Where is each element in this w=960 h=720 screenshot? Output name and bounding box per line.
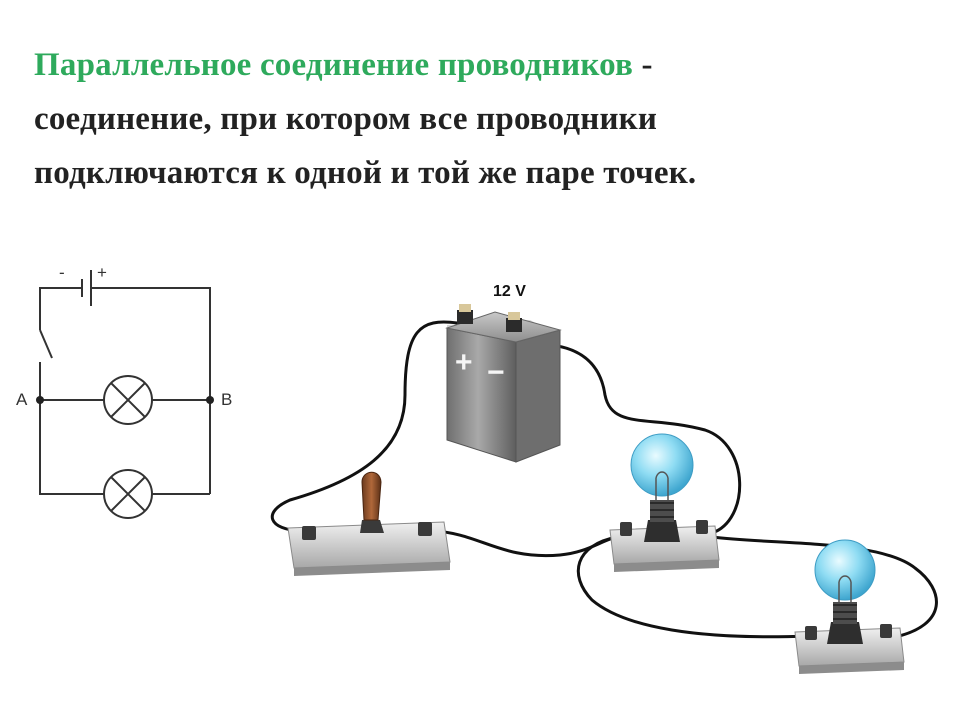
battery-terminal-minus bbox=[506, 318, 522, 332]
lamp-2 bbox=[794, 539, 905, 674]
battery-minus-sign: − bbox=[487, 356, 505, 389]
wire-lamp1-to-lamp2-right bbox=[710, 535, 938, 639]
definition-text: Параллельное соединение проводников - со… bbox=[34, 38, 934, 200]
lamp-symbol-1 bbox=[103, 375, 153, 425]
wires bbox=[270, 320, 938, 639]
node-a-dot bbox=[36, 396, 44, 404]
lamp1-base-edge bbox=[614, 560, 719, 572]
lamp-symbol-2 bbox=[103, 469, 153, 519]
battery-terminal-minus-cap bbox=[508, 312, 520, 320]
battery-minus-label: - bbox=[59, 263, 65, 282]
battery-plus-label: + bbox=[97, 263, 107, 282]
battery: 12 V + − bbox=[445, 283, 562, 463]
definition-line-3: подключаются к одной и той же паре точек… bbox=[34, 155, 697, 191]
wire-lamp1-to-lamp2-left bbox=[576, 535, 810, 639]
battery-plus-sign: + bbox=[455, 346, 473, 379]
battery-terminal-plus bbox=[457, 310, 473, 324]
circuit-schematic bbox=[39, 270, 211, 519]
schematic-wire-top-right bbox=[92, 287, 211, 400]
battery-side-face bbox=[515, 329, 561, 463]
definition-line-2: соединение, при котором все проводники bbox=[34, 101, 658, 137]
lamp1-filament bbox=[655, 471, 669, 500]
switch-handle bbox=[361, 471, 382, 521]
switch-terminal-right bbox=[418, 522, 432, 536]
schematic-wire-left bbox=[39, 362, 105, 495]
lamp1-terminal-right bbox=[696, 520, 708, 534]
lamp2-terminal-right bbox=[880, 624, 892, 638]
lamp1-socket bbox=[644, 520, 680, 542]
switch-pivot bbox=[360, 520, 384, 533]
lamp2-terminal-left bbox=[805, 626, 817, 640]
switch-base-edge bbox=[294, 562, 450, 576]
wire-battery-to-lamp1 bbox=[519, 342, 742, 535]
lamp1-terminal-left bbox=[620, 522, 632, 536]
schematic-wire-top-left bbox=[39, 287, 82, 330]
lamp2-bulb bbox=[814, 539, 876, 601]
point-b-label: B bbox=[221, 390, 232, 409]
wire-battery-to-switch bbox=[270, 320, 459, 533]
point-a-label: A bbox=[16, 390, 28, 409]
term-highlight: Параллельное соединение проводников bbox=[34, 47, 634, 83]
lamp1-bulb bbox=[630, 433, 694, 497]
term-separator: - bbox=[633, 47, 653, 83]
switch-terminal-left bbox=[302, 526, 316, 540]
lamp-1 bbox=[609, 433, 720, 572]
battery-terminal-plus-cap bbox=[459, 304, 471, 312]
node-b-dot bbox=[206, 396, 214, 404]
lamp2-socket bbox=[827, 622, 863, 644]
lamp2-filament bbox=[838, 575, 852, 602]
lamp2-base-edge bbox=[799, 662, 904, 674]
battery-top-face bbox=[445, 311, 562, 343]
schematic-switch bbox=[39, 329, 53, 359]
knife-switch bbox=[287, 471, 451, 576]
battery-voltage-label: 12 V bbox=[493, 283, 526, 300]
